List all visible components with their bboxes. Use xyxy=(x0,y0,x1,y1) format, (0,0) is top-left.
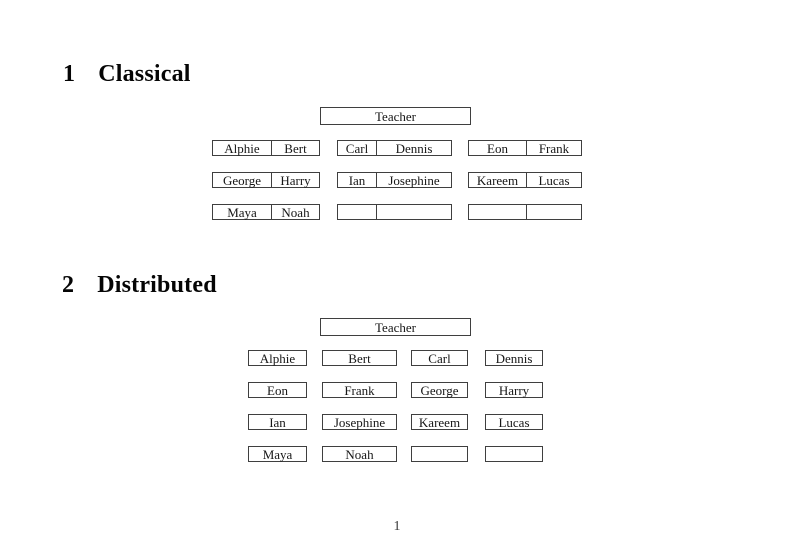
desk-box: Eon xyxy=(248,382,307,398)
desk-box: George xyxy=(411,382,468,398)
desk-box: Frank xyxy=(322,382,397,398)
desk-pair: Eon Frank xyxy=(468,140,582,156)
seat-cell xyxy=(338,205,377,219)
section-heading-classical: 1 Classical xyxy=(63,62,191,86)
desk-pair: Kareem Lucas xyxy=(468,172,582,188)
desk-box: Kareem xyxy=(411,414,468,430)
page-number: 1 xyxy=(393,519,401,534)
seat-cell: Carl xyxy=(338,141,377,155)
seat-cell: George xyxy=(213,173,272,187)
desk-pair-empty xyxy=(468,204,582,220)
desk-box: Carl xyxy=(411,350,468,366)
seat-cell: Lucas xyxy=(538,172,570,188)
desk-box-empty xyxy=(485,446,543,462)
section-heading-distributed: 2 Distributed xyxy=(62,273,217,297)
seat-cell: Josephine xyxy=(388,172,440,188)
seat-cell: Dennis xyxy=(395,140,433,156)
teacher-box-distributed: Teacher xyxy=(320,318,471,336)
desk-box: Harry xyxy=(485,382,543,398)
desk-box: Alphie xyxy=(248,350,307,366)
desk-box: Bert xyxy=(322,350,397,366)
desk-pair-empty xyxy=(337,204,452,220)
desk-pair: Ian Josephine xyxy=(337,172,452,188)
seat-cell: Bert xyxy=(284,140,307,156)
teacher-box-classical: Teacher xyxy=(320,107,471,125)
section-title: Distributed xyxy=(97,272,217,298)
desk-pair: George Harry xyxy=(212,172,320,188)
seat-cell: Noah xyxy=(281,204,310,220)
seat-cell: Eon xyxy=(469,141,527,155)
seat-cell xyxy=(469,205,527,219)
seat-cell xyxy=(527,205,581,219)
desk-box: Dennis xyxy=(485,350,543,366)
desk-pair: Maya Noah xyxy=(212,204,320,220)
section-number: 1 xyxy=(63,61,76,87)
seat-cell: Ian xyxy=(338,173,377,187)
seat-cell: Alphie xyxy=(213,141,272,155)
desk-box: Ian xyxy=(248,414,307,430)
section-number: 2 xyxy=(62,272,75,298)
desk-box: Noah xyxy=(322,446,397,462)
desk-box: Josephine xyxy=(322,414,397,430)
seat-cell: Frank xyxy=(538,140,570,156)
desk-box: Maya xyxy=(248,446,307,462)
desk-pair: Alphie Bert xyxy=(212,140,320,156)
seat-cell: Maya xyxy=(213,205,272,219)
desk-pair: Carl Dennis xyxy=(337,140,452,156)
desk-box-empty xyxy=(411,446,468,462)
seat-cell: Kareem xyxy=(469,173,527,187)
desk-box: Lucas xyxy=(485,414,543,430)
seat-cell xyxy=(377,205,451,219)
seat-cell: Harry xyxy=(280,172,311,188)
section-title: Classical xyxy=(98,61,191,87)
